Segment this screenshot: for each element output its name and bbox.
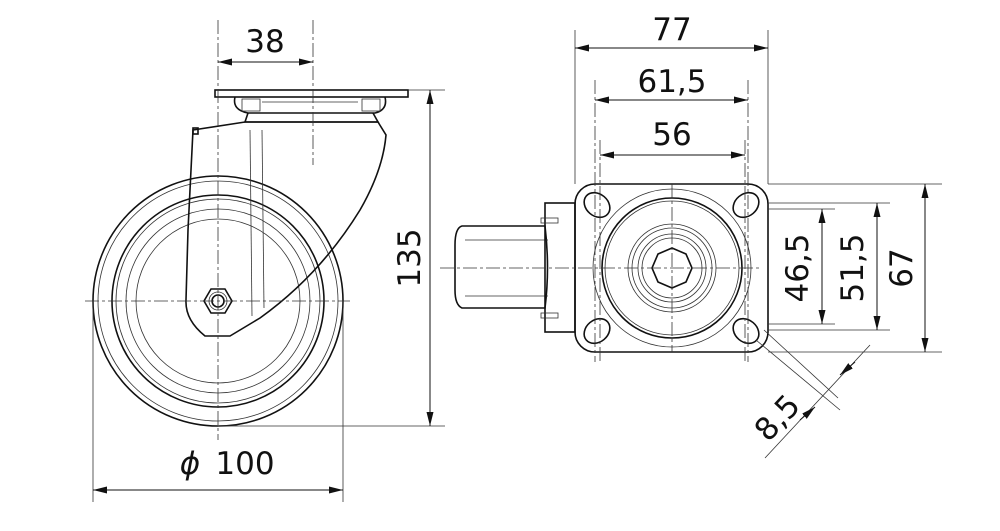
- diameter-symbol: ϕ: [180, 446, 200, 482]
- dim-56: 56: [652, 117, 691, 153]
- dim-61-5: 61,5: [637, 64, 706, 100]
- top-view: 77 61,5 56 46,5 51,5 67 8,5: [440, 12, 942, 459]
- dim-77: 77: [652, 12, 691, 48]
- dim-38: 38: [245, 24, 284, 60]
- dim-8-5: 8,5: [748, 388, 808, 449]
- dim-100: 100: [215, 446, 274, 482]
- side-view: 38 135 ϕ 100: [85, 20, 445, 502]
- fork: [185, 121, 387, 337]
- dim-51-5: 51,5: [835, 233, 871, 302]
- dim-46-5: 46,5: [780, 233, 816, 302]
- dim-67: 67: [884, 248, 920, 287]
- top-plate: [214, 89, 409, 123]
- dim-135: 135: [392, 228, 428, 287]
